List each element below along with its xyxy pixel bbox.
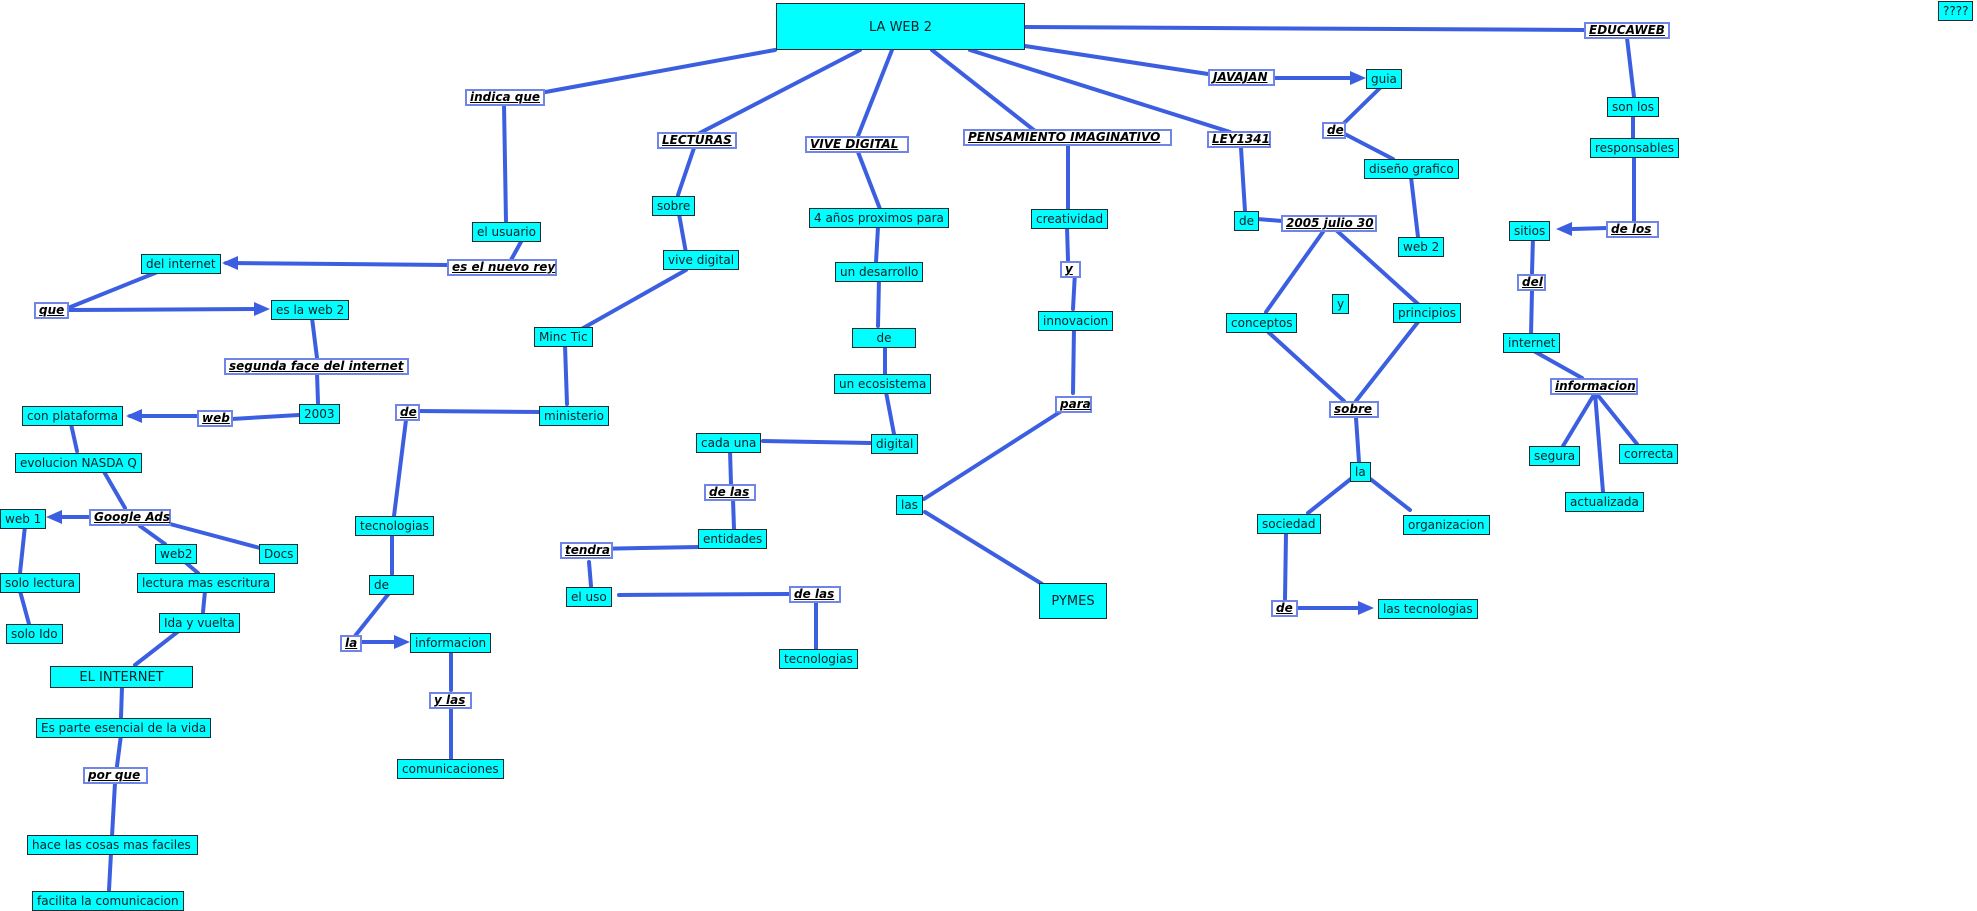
node-lectura-escritura[interactable]: lectura mas escritura <box>137 573 275 593</box>
node-principios[interactable]: principios <box>1393 303 1461 323</box>
link-de-java[interactable]: de <box>1322 122 1346 139</box>
node-responsables[interactable]: responsables <box>1590 138 1680 158</box>
node-de-2[interactable]: de <box>852 328 916 348</box>
link-del[interactable]: del <box>1517 274 1546 291</box>
node-organizacion[interactable]: organizacion <box>1403 515 1490 535</box>
node-2003[interactable]: 2003 <box>299 404 340 424</box>
node-digital[interactable]: digital <box>871 434 919 454</box>
node-conceptos[interactable]: conceptos <box>1226 313 1298 333</box>
node-ministerio[interactable]: ministerio <box>539 406 609 426</box>
node-unknown[interactable]: ???? <box>1938 1 1974 21</box>
node-del-internet[interactable]: del internet <box>141 254 221 274</box>
node-pymes[interactable]: PYMES <box>1039 583 1107 619</box>
node-con-plataforma[interactable]: con plataforma <box>22 406 124 426</box>
node-facilita[interactable]: facilita la comunicacion <box>32 891 184 911</box>
link-de-ministerio[interactable]: de <box>395 404 420 421</box>
link-pensamiento[interactable]: PENSAMIENTO IMAGINATIVO <box>963 129 1172 146</box>
node-actualizada[interactable]: actualizada <box>1565 492 1644 512</box>
link-de-las-1[interactable]: de las <box>704 484 756 501</box>
node-la[interactable]: la <box>1350 462 1371 482</box>
node-solo-lectura[interactable]: solo lectura <box>0 573 80 593</box>
node-es-parte[interactable]: Es parte esencial de la vida <box>36 718 212 738</box>
node-diseno-grafico[interactable]: diseño grafico <box>1364 159 1459 179</box>
node-tecnologias-uso[interactable]: tecnologias <box>779 649 858 669</box>
node-correcta[interactable]: correcta <box>1619 444 1679 464</box>
node-las[interactable]: las <box>896 495 923 515</box>
link-javajan[interactable]: JAVAJAN <box>1208 69 1275 86</box>
link-de-los[interactable]: de los <box>1606 221 1659 238</box>
link-segunda-face[interactable]: segunda face del internet <box>224 358 409 375</box>
node-solo-ido[interactable]: solo Ido <box>6 624 63 644</box>
link-google-ads[interactable]: Google Ads <box>89 509 171 526</box>
link-la[interactable]: la <box>340 635 362 652</box>
node-hace-cosas[interactable]: hace las cosas mas faciles <box>27 835 198 855</box>
link-web[interactable]: web <box>197 410 233 427</box>
node-segura[interactable]: segura <box>1529 446 1581 466</box>
link-indica-que[interactable]: indica que <box>465 89 545 106</box>
link-vive-digital[interactable]: VIVE DIGITAL <box>805 136 909 153</box>
node-es-la-web-2[interactable]: es la web 2 <box>271 300 350 320</box>
node-el-uso[interactable]: el uso <box>566 587 612 607</box>
node-informacion[interactable]: informacion <box>410 633 492 653</box>
node-son-los[interactable]: son los <box>1607 97 1659 117</box>
link-y-las[interactable]: y las <box>429 692 472 709</box>
node-vive-digital[interactable]: vive digital <box>663 250 740 270</box>
node-web-1[interactable]: web 1 <box>0 509 47 529</box>
node-innovacion[interactable]: innovacion <box>1038 311 1114 331</box>
link-es-el-nuevo-rey[interactable]: es el nuevo rey <box>447 259 557 276</box>
node-un-ecosistema[interactable]: un ecosistema <box>834 374 932 394</box>
node-las-tecnologias[interactable]: las tecnologias <box>1378 599 1478 619</box>
link-de-las-2[interactable]: de las <box>789 586 841 603</box>
node-tecnologias-de[interactable]: tecnologias <box>355 516 434 536</box>
node-de-ley[interactable]: de <box>1234 211 1259 231</box>
node-evolucion[interactable]: evolucion NASDA Q <box>15 453 142 473</box>
node-root[interactable]: LA WEB 2 <box>776 3 1025 50</box>
node-minc-tic[interactable]: Minc Tic <box>534 327 593 347</box>
link-de-tecnologias[interactable]: de <box>1271 600 1298 617</box>
link-educaweb[interactable]: EDUCAWEB <box>1584 22 1670 39</box>
link-que[interactable]: que <box>34 302 69 319</box>
link-y[interactable]: y <box>1060 261 1081 278</box>
node-sobre[interactable]: sobre <box>652 196 696 216</box>
node-sitios[interactable]: sitios <box>1509 221 1551 241</box>
node-docs[interactable]: Docs <box>259 544 299 564</box>
node-web-2-java[interactable]: web 2 <box>1398 237 1445 257</box>
link-ley1341[interactable]: LEY1341 <box>1207 131 1271 148</box>
link-fecha[interactable]: 2005 julio 30 <box>1281 215 1377 232</box>
node-comunicaciones[interactable]: comunicaciones <box>397 759 504 779</box>
link-tendra[interactable]: tendra <box>560 542 613 559</box>
node-cada-una[interactable]: cada una <box>696 433 762 453</box>
link-para[interactable]: para <box>1055 396 1092 413</box>
node-ida-vuelta[interactable]: Ida y vuelta <box>159 613 240 633</box>
node-y[interactable]: y <box>1332 294 1350 314</box>
node-un-desarrollo[interactable]: un desarrollo <box>835 262 924 282</box>
link-por-que[interactable]: por que <box>83 767 148 784</box>
node-creatividad[interactable]: creatividad <box>1031 209 1109 229</box>
node-de[interactable]: de <box>369 575 414 595</box>
node-sociedad[interactable]: sociedad <box>1257 514 1321 534</box>
node-el-usuario[interactable]: el usuario <box>472 222 541 242</box>
link-lecturas[interactable]: LECTURAS <box>657 132 737 149</box>
link-informacion[interactable]: informacion <box>1550 378 1638 395</box>
node-internet[interactable]: internet <box>1503 333 1561 353</box>
node-entidades[interactable]: entidades <box>698 529 768 549</box>
link-sobre[interactable]: sobre <box>1329 401 1379 418</box>
node-4-anios[interactable]: 4 años proximos para <box>809 208 949 228</box>
node-guia[interactable]: guia <box>1366 69 1402 89</box>
node-web2[interactable]: web2 <box>155 544 198 564</box>
node-el-internet[interactable]: EL INTERNET <box>50 666 193 688</box>
